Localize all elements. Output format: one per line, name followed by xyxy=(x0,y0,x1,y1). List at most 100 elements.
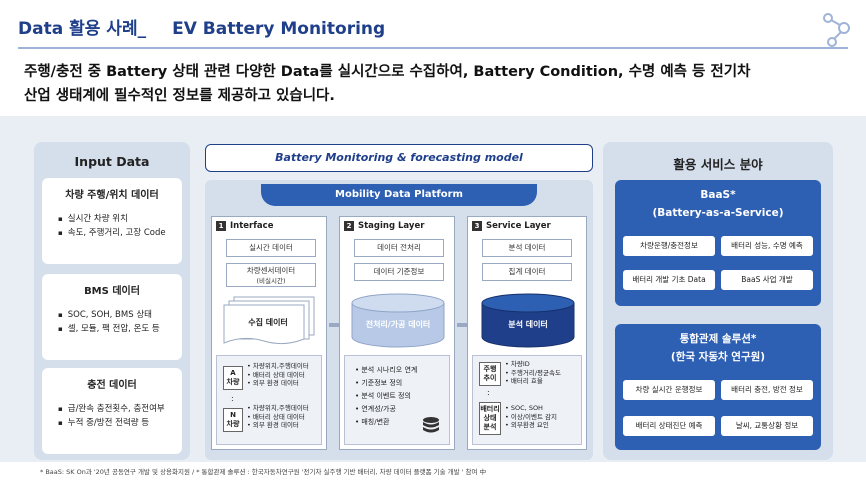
input-card-charging: 충전 데이터 급/완속 충전횟수, 충전여부 누적 중/방전 전력량 등 xyxy=(42,368,182,454)
list-item: SOC, SOH, BMS 상태 xyxy=(58,308,160,322)
layer-name: Staging Layer xyxy=(358,221,425,231)
vehicle-data-panel: A차량 차량위치,주행데이터 배터리 상태 데이터 외부 환경 데이터 : N차… xyxy=(216,355,322,445)
page-title: Data 활용 사례_ EV Battery Monitoring xyxy=(18,14,818,39)
integrated-control-card: 통합관제 솔루션* (한국 자동차 연구원) 차량 실시간 운행정보 배터리 충… xyxy=(615,324,821,450)
list-item: 이상/이벤트 감지 xyxy=(505,413,557,422)
title-sub: EV Battery Monitoring xyxy=(172,19,386,39)
svc-title-2: (Battery-as-a-Service) xyxy=(652,207,784,219)
layer-name: Interface xyxy=(230,221,274,231)
list-item: 분석 이벤트 정의 xyxy=(355,390,417,403)
molecule-icon xyxy=(823,13,850,47)
list-item: 차량위치,주행데이터 xyxy=(247,404,309,413)
services-panel: 활용 서비스 분야 BaaS* (Battery-as-a-Service) 차… xyxy=(603,142,833,460)
footnote: * BaaS: SK On과 '20년 공동연구 개발 및 상용화지원 / * … xyxy=(40,468,487,476)
staging-process-list: 분석 시나리오 연계 기준정보 정의 분석 이벤트 정의 연계성/가공 매칭/변… xyxy=(355,364,417,429)
list-item: 외부환경 요인 xyxy=(505,421,557,430)
chip-line: (비실시간) xyxy=(256,277,286,285)
list-item: 실시간 차량 위치 xyxy=(58,212,166,226)
title-main: Data 활용 사례_ xyxy=(18,19,147,39)
input-card-list: SOC, SOH, BMS 상태 셀, 모듈, 팩 전압, 온도 등 xyxy=(58,308,160,336)
svc-chip: 배터리 성능, 수명 예측 xyxy=(721,236,813,256)
svc-chip: 배터리 개발 기초 Data xyxy=(623,270,715,290)
platform-title: Mobility Data Platform xyxy=(261,184,537,206)
input-data-title: Input Data xyxy=(74,154,150,169)
chip-line: 차량센서데이터 xyxy=(246,266,296,275)
list-item: 주행거리/평균속도 xyxy=(505,369,561,378)
list-item: 외부 환경 데이터 xyxy=(247,379,309,388)
input-card-title: 차량 주행/위치 데이터 xyxy=(65,190,159,201)
layer-title: 2 Staging Layer xyxy=(344,221,424,231)
title-row: Data 활용 사례_ EV Battery Monitoring xyxy=(18,14,818,44)
list-item: 분석 시나리오 연계 xyxy=(355,364,417,377)
chip-preprocessing: 데이터 전처리 xyxy=(354,239,444,257)
input-card-title: BMS 데이터 xyxy=(84,286,140,297)
list-item: 셀, 모듈, 팩 전압, 온도 등 xyxy=(58,322,160,336)
list-item: 배터리 상태 데이터 xyxy=(247,371,309,380)
title-divider xyxy=(18,47,848,49)
list-item: 배터리 상태 데이터 xyxy=(247,413,309,422)
list-item: 차량위치,주행데이터 xyxy=(247,362,309,371)
layer-number: 2 xyxy=(344,221,354,231)
ellipsis: : xyxy=(231,394,234,403)
battery-analysis-list: SOC, SOH 이상/이벤트 감지 외부환경 요인 xyxy=(505,404,557,430)
cylinder-label: 전처리/가공 데이터 xyxy=(365,320,431,329)
database-icon xyxy=(423,417,439,433)
model-title-box: Battery Monitoring & forecasting model xyxy=(205,144,593,172)
svc-chip: 배터리 상태진단 예측 xyxy=(623,416,715,436)
svc-chip: 차량운행/충전정보 xyxy=(623,236,715,256)
lead-text: 주행/충전 중 Battery 상태 관련 다양한 Data를 실시간으로 수집… xyxy=(24,60,844,108)
svc-chip: 날씨, 교통상황 정보 xyxy=(721,416,813,436)
lead-line-1: 주행/충전 중 Battery 상태 관련 다양한 Data를 실시간으로 수집… xyxy=(24,64,751,80)
list-item: 배터리 효율 xyxy=(505,377,561,386)
lead-line-2: 산업 생태계에 필수적인 정보를 제공하고 있습니다. xyxy=(24,88,335,104)
svc-title-1: 통합관제 솔루션* xyxy=(679,333,757,345)
cylinder-label: 분석 데이터 xyxy=(508,320,548,329)
ellipsis: : xyxy=(487,388,490,397)
chip-realtime-data: 실시간 데이터 xyxy=(226,239,316,257)
svc-chip: 배터리 충전, 방전 정보 xyxy=(721,380,813,400)
driving-trend-list: 차량ID 주행거리/평균속도 배터리 효율 xyxy=(505,360,561,386)
chip-analysis-data: 분석 데이터 xyxy=(482,239,572,257)
services-title: 활용 서비스 분야 xyxy=(673,157,763,172)
layer-name: Service Layer xyxy=(486,221,551,231)
list-item: SOC, SOH xyxy=(505,404,557,413)
stack-label: 수집 데이터 xyxy=(248,318,288,327)
chip-sensor-data: 차량센서데이터 (비실시간) xyxy=(226,263,316,287)
document-stack-icon xyxy=(223,296,315,345)
input-card-bms: BMS 데이터 SOC, SOH, BMS 상태 셀, 모듈, 팩 전압, 온도… xyxy=(42,274,182,360)
input-data-panel: Input Data 차량 주행/위치 데이터 실시간 차량 위치 속도, 주행… xyxy=(34,142,190,460)
diagram-stage: Input Data 차량 주행/위치 데이터 실시간 차량 위치 속도, 주행… xyxy=(0,116,866,462)
list-item: 차량ID xyxy=(505,360,561,369)
svc-title-2: (한국 자동차 연구원) xyxy=(670,351,766,363)
list-item: 외부 환경 데이터 xyxy=(247,421,309,430)
database-cylinder-icon xyxy=(481,293,575,348)
layer-title: 3 Service Layer xyxy=(472,221,551,231)
list-item: 속도, 주행거리, 고장 Code xyxy=(58,226,166,240)
vehicle-n-list: 차량위치,주행데이터 배터리 상태 데이터 외부 환경 데이터 xyxy=(247,404,309,430)
list-item: 급/완속 충전횟수, 충전여부 xyxy=(58,402,165,416)
input-card-list: 실시간 차량 위치 속도, 주행거리, 고장 Code xyxy=(58,212,166,240)
vehicle-a-list: 차량위치,주행데이터 배터리 상태 데이터 외부 환경 데이터 xyxy=(247,362,309,388)
staging-process-panel: 분석 시나리오 연계 기준정보 정의 분석 이벤트 정의 연계성/가공 매칭/변… xyxy=(344,355,450,445)
baas-card: BaaS* (Battery-as-a-Service) 차량운행/충전정보 배… xyxy=(615,180,821,306)
chip-aggregate-data: 집계 데이터 xyxy=(482,263,572,281)
input-card-list: 급/완속 충전횟수, 충전여부 누적 중/방전 전력량 등 xyxy=(58,402,165,430)
list-item: 매칭/변환 xyxy=(355,416,417,429)
chip-reference-info: 데이터 기준정보 xyxy=(354,263,444,281)
layer-number: 3 xyxy=(472,221,482,231)
database-cylinder-icon xyxy=(351,293,445,348)
svc-title-1: BaaS* xyxy=(700,189,736,201)
list-item: 기준정보 정의 xyxy=(355,377,417,390)
list-item: 연계성/가공 xyxy=(355,403,417,416)
list-item: 누적 중/방전 전력량 등 xyxy=(58,416,165,430)
input-card-driving: 차량 주행/위치 데이터 실시간 차량 위치 속도, 주행거리, 고장 Code xyxy=(42,178,182,264)
